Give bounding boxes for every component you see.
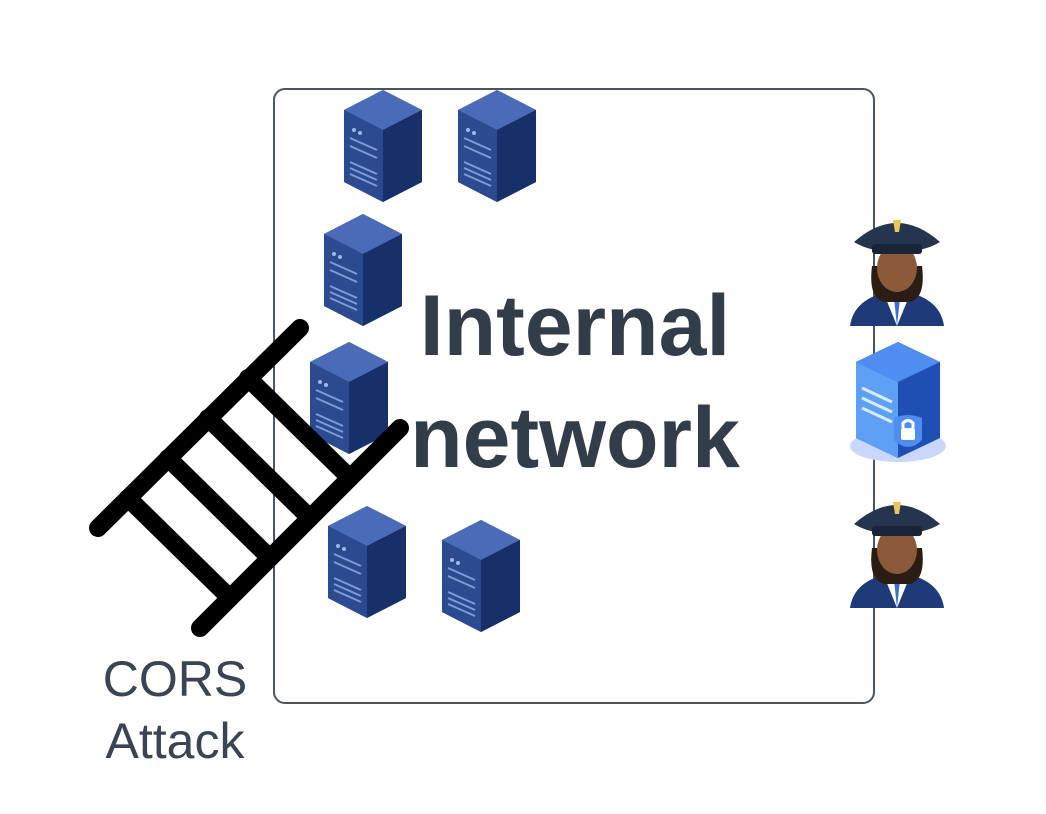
server-icon — [324, 214, 402, 326]
attack-label-line-2: Attack — [105, 713, 245, 769]
attack-label-line-1: CORS — [102, 651, 248, 707]
network-label-line-2: network — [410, 390, 740, 486]
cors-attack-label: CORS Attack — [80, 648, 270, 772]
server-icon — [344, 90, 422, 202]
network-label-line-1: Internal — [419, 278, 731, 374]
server-icon — [442, 520, 520, 632]
secure-server-lock-icon — [848, 342, 952, 472]
ladder-icon — [89, 319, 409, 637]
police-officer-icon — [844, 206, 950, 332]
police-officer-icon — [844, 488, 950, 614]
server-icon — [458, 90, 536, 202]
internal-network-label: Internal network — [392, 270, 758, 494]
